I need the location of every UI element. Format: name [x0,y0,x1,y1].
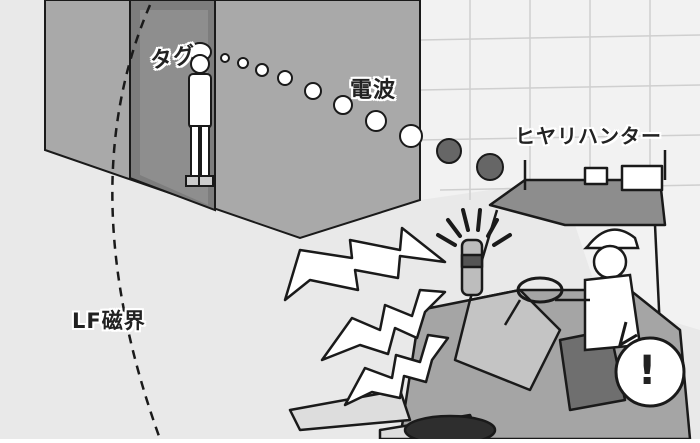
radio-wave-dots [220,53,504,181]
alert-exclamation: ! [638,348,658,394]
radio-wave-label: 電波 [350,78,397,103]
lf-field-arc [111,4,162,440]
tag-label: タグ [148,42,198,75]
hiyari-hunter-label: ヒヤリハンター [515,124,662,148]
worker-in-doorway [185,42,214,187]
lf-field-label: LF磁界 [72,309,146,333]
light-rays [436,208,512,247]
lightning-bolts [283,226,450,407]
alert-bubble [614,321,686,408]
